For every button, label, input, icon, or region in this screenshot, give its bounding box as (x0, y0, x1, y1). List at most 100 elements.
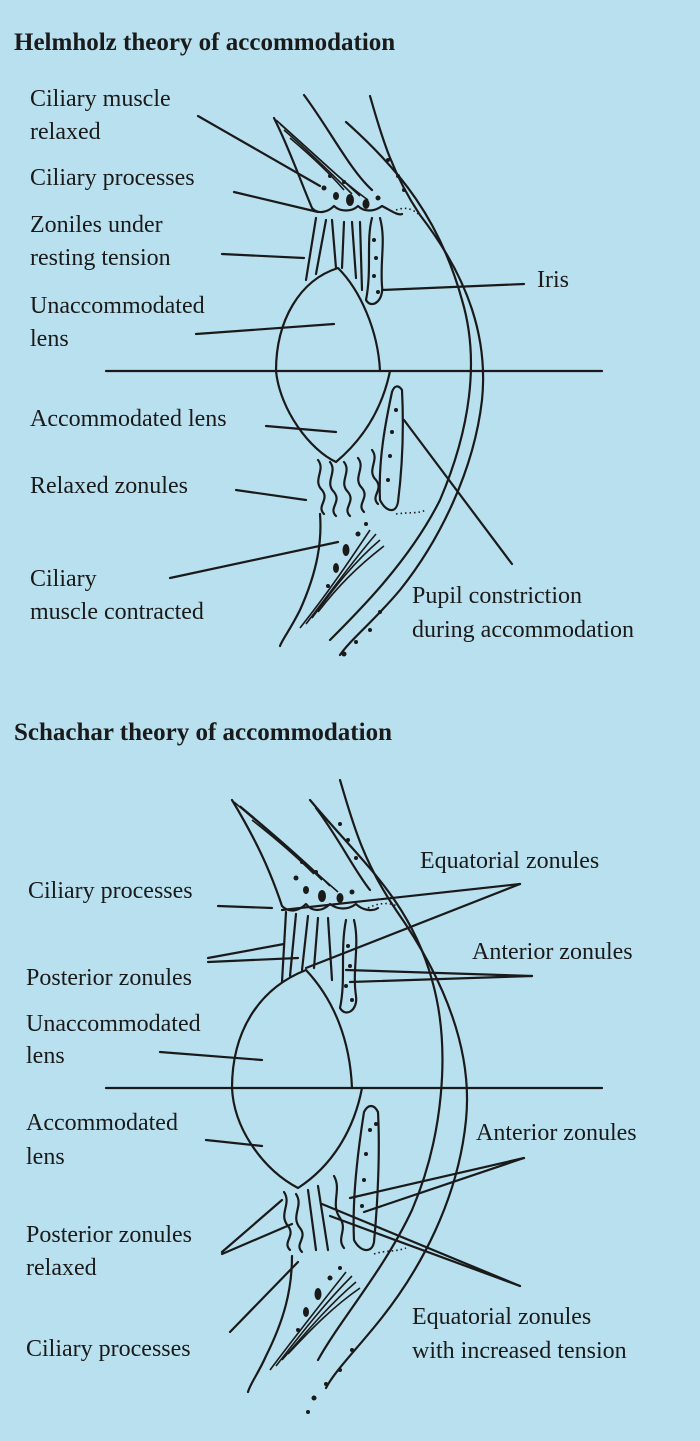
helmholtz-iris-bottom (378, 385, 404, 512)
helmholtz-panel: Helmholz theory of accommodation (14, 29, 634, 657)
label-accommodated-lens: Accommodated (26, 1110, 178, 1136)
label-ciliary-processes-top: Ciliary processes (28, 878, 193, 904)
helmholtz-muscle-fiber (317, 545, 385, 613)
helmholtz-leader-relaxed-zonules (234, 488, 308, 502)
label-anterior-zonules-top: Anterior zonules (472, 939, 633, 965)
schachar-leader-posterior (206, 942, 286, 960)
schachar-ciliary-body-top (230, 798, 380, 912)
label-equatorial-zonules-tension: with increased tension (412, 1338, 627, 1364)
helmholtz-leader-ciliary-processes (232, 190, 320, 214)
helmholtz-muscle-fiber (311, 539, 381, 619)
helmholtz-leader-zonules (220, 252, 306, 260)
label-unaccommodated-lens: Unaccommodated (26, 1011, 201, 1037)
helmholtz-muscle-fiber (289, 137, 345, 191)
label-ciliary-contracted: Ciliary (30, 566, 97, 592)
schachar-sclera-top (314, 806, 372, 892)
schachar-zonule-posterior-relaxed (294, 1192, 304, 1254)
schachar-muscle-fiber (251, 819, 315, 875)
schachar-muscle-fiber (287, 1287, 361, 1355)
helmholtz-leader-unaccommodated (194, 322, 336, 336)
label-anterior-zonules-bottom: Anterior zonules (476, 1120, 637, 1146)
helmholtz-muscle-fiber (299, 529, 371, 629)
schachar-ciliary-body-bottom (246, 1254, 294, 1394)
helmholtz-muscle-fiber (279, 123, 361, 197)
helmholtz-zonule-top (358, 220, 364, 292)
helmholtz-muscle-fiber (305, 533, 377, 625)
helmholtz-zonule-bottom (328, 460, 338, 518)
schachar-zonule-equatorial-tension (306, 1188, 318, 1252)
helmholtz-iris-top (364, 216, 384, 306)
helmholtz-muscle-fiber (283, 129, 353, 195)
schachar-leader-equatorial-bottom (328, 1214, 522, 1288)
helmholtz-unaccommodated-lens (274, 266, 382, 373)
label-pupil-constriction: Pupil constriction (412, 583, 582, 609)
schachar-zonule-equatorial (312, 916, 320, 970)
helmholtz-zonule-top (314, 218, 328, 276)
schachar-cornea-inner (308, 798, 444, 1362)
label-iris: Iris (537, 267, 569, 293)
schachar-cornea-outer (324, 778, 469, 1390)
label-ciliary-processes: Ciliary processes (30, 165, 195, 191)
helmholtz-title: Helmholz theory of accommodation (14, 29, 395, 56)
helmholtz-accommodated-lens (274, 369, 392, 464)
helmholtz-ciliary-body-bottom (278, 512, 322, 648)
schachar-leader-equatorial-bottom (320, 1202, 522, 1288)
schachar-leader-accommodated (204, 1138, 264, 1148)
schachar-iris-bottom (352, 1104, 380, 1252)
schachar-title: Schachar theory of accommodation (14, 719, 392, 746)
helmholtz-zonule-bottom (370, 448, 380, 506)
schachar-leader-posterior (206, 956, 300, 964)
schachar-leader-ciliary-processes-top (216, 904, 274, 910)
helmholtz-leader-accommodated (264, 424, 338, 434)
helmholtz-zonule-top (304, 216, 318, 282)
helmholtz-cornea-outer (338, 94, 485, 657)
label-ciliary-processes-bottom: Ciliary processes (26, 1336, 191, 1362)
schachar-leader-ciliary-processes-bottom (228, 1260, 300, 1334)
label-accommodated-lens: Accommodated lens (30, 406, 227, 432)
helmholtz-zonule-bottom (342, 460, 352, 518)
label-relaxed-zonules: Relaxed zonules (30, 473, 188, 499)
schachar-leader-anterior-top (344, 968, 534, 978)
label-unaccommodated-lens: lens (26, 1043, 65, 1069)
schachar-leader-posterior-relaxed (220, 1198, 284, 1254)
helmholtz-leader-ciliary-contracted (168, 540, 340, 580)
schachar-muscle-fiber (275, 1275, 353, 1367)
helmholtz-leader-pupil (402, 418, 514, 566)
label-ciliary-contracted: muscle contracted (30, 599, 204, 625)
schachar-zonule-posterior (280, 910, 288, 984)
helmholtz-sclera-top (302, 93, 374, 192)
helmholtz-dotted-trabecular (395, 509, 427, 515)
schachar-leader-anterior-bottom (348, 1156, 526, 1200)
schachar-zonule-equatorial-tension (316, 1184, 330, 1252)
label-unaccommodated-lens: Unaccommodated (30, 293, 205, 319)
schachar-accommodated-lens (230, 1086, 364, 1190)
helmholtz-leader-ciliary-muscle (196, 114, 322, 188)
label-zonules-resting: resting tension (30, 245, 171, 271)
schachar-panel: Schachar theory of accommodation (14, 719, 637, 1414)
helmholtz-leader-iris (380, 282, 526, 292)
schachar-dotted-trabecular (367, 902, 401, 909)
schachar-leader-equatorial-top (280, 882, 522, 912)
label-posterior-zonules: Posterior zonules (26, 965, 192, 991)
helmholtz-ciliary-body-top (272, 116, 404, 216)
helmholtz-zonule-top (330, 218, 338, 270)
schachar-unaccommodated-lens (230, 968, 354, 1090)
label-ciliary-muscle-relaxed: Ciliary muscle (30, 86, 171, 112)
schachar-leader-equatorial-top (304, 882, 522, 970)
label-equatorial-zonules: Equatorial zonules (420, 848, 599, 874)
label-zonules-resting: Zoniles under (30, 212, 163, 238)
schachar-leader-anterior-top (348, 974, 534, 984)
label-posterior-zonules-relaxed: relaxed (26, 1255, 97, 1281)
schachar-zonule-equatorial (300, 914, 310, 972)
schachar-muscle-fiber (269, 1271, 347, 1371)
label-ciliary-muscle-relaxed: relaxed (30, 119, 101, 145)
helmholtz-cornea-inner (328, 120, 473, 642)
schachar-zonule-posterior-relaxed (282, 1190, 292, 1252)
schachar-leader-anterior-bottom (362, 1156, 526, 1214)
helmholtz-zonule-top (340, 220, 346, 270)
helmholtz-zonule-bottom (316, 458, 326, 516)
schachar-iris-top (338, 918, 358, 1014)
label-unaccommodated-lens: lens (30, 326, 69, 352)
